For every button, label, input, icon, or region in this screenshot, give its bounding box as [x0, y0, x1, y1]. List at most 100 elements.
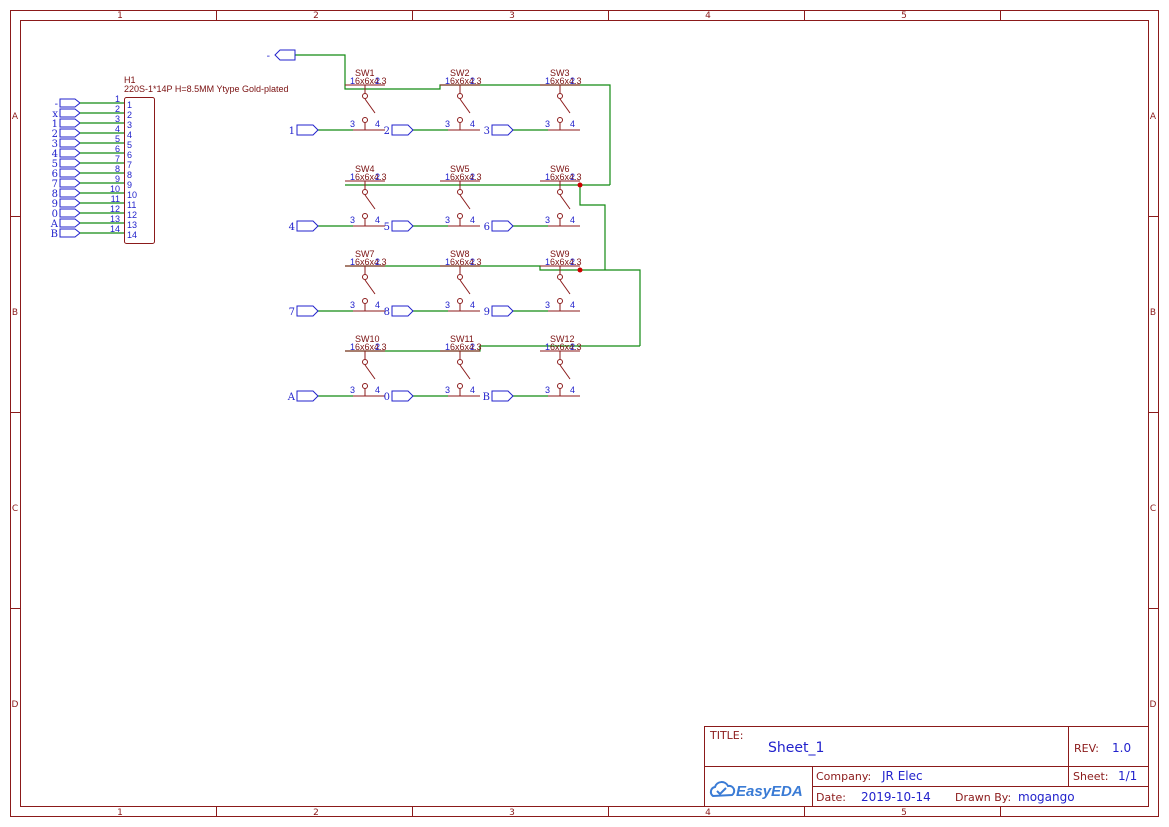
pin-number-inner: 5	[127, 140, 132, 150]
net-flag-shape	[491, 220, 514, 232]
header-connector-h1[interactable]: H1 220S-1*14P H=8.5MM Ytype Gold-plated …	[50, 75, 289, 244]
wire	[295, 54, 611, 185]
col-label: 5	[901, 808, 907, 818]
switch-pin-number: 1	[350, 172, 355, 182]
date-label: Date:	[816, 791, 846, 804]
net-flag-shape	[391, 305, 414, 317]
switch-designator: SW7	[355, 249, 375, 259]
switch-pin-number: 3	[350, 215, 355, 225]
pin-number-inner: 8	[127, 170, 132, 180]
row-label: B	[12, 308, 18, 318]
net-flag-top[interactable]: -	[267, 49, 296, 62]
net-flag-label: 4	[289, 222, 295, 233]
switch-pin-number: 2	[375, 342, 380, 352]
pin-number: 3	[115, 114, 120, 124]
pin-number: 7	[115, 154, 120, 164]
pin-number: 12	[110, 204, 120, 214]
switch-designator: SW2	[450, 68, 470, 78]
switch-pin-number: 1	[445, 76, 450, 86]
net-flag-shape	[296, 220, 319, 232]
pin-number: 8	[115, 164, 120, 174]
junction-dot	[577, 267, 583, 273]
net-flag-shape	[59, 168, 81, 178]
pin-number: 6	[115, 144, 120, 154]
junctions	[577, 182, 583, 273]
switch-pin-number: 3	[350, 119, 355, 129]
net-flag-label: -	[267, 51, 270, 62]
switch-designator: SW11	[450, 334, 474, 344]
net-flag-shape	[59, 138, 81, 148]
connector-row[interactable]: -11	[55, 94, 132, 110]
drawn-by-label: Drawn By:	[955, 791, 1011, 804]
col-label: 5	[901, 11, 907, 21]
net-flag-shape	[296, 390, 319, 402]
pin-number: 13	[110, 214, 120, 224]
title-block: TITLE: Sheet_1 REV: 1.0 Company: JR Elec…	[704, 726, 1149, 807]
switch-designator: SW1	[355, 68, 375, 78]
net-flag-shape	[59, 108, 81, 118]
net-flag-label: B	[51, 229, 58, 240]
col-label: 4	[705, 11, 711, 21]
switch-pin-number: 3	[545, 300, 550, 310]
pin-number-inner: 3	[127, 120, 132, 130]
rev-label: REV:	[1074, 742, 1099, 755]
net-flag-shape	[59, 178, 81, 188]
switch-pin-number: 4	[375, 385, 380, 395]
switch-pin-number: 3	[445, 300, 450, 310]
company-label: Company:	[816, 770, 871, 783]
switch-value: 6x6x4.3	[450, 257, 482, 267]
switch-pin-number: 1	[445, 342, 450, 352]
connector-body	[124, 97, 155, 244]
net-flag-shape	[59, 158, 81, 168]
net-flag-shape	[296, 124, 319, 136]
switch-pin-number: 2	[375, 172, 380, 182]
switch-pin-number: 4	[570, 385, 575, 395]
switch-pin-number: 3	[350, 300, 355, 310]
col-label: 2	[313, 808, 319, 818]
sheet-title: Sheet_1	[768, 740, 824, 756]
switch-pin-number: 2	[470, 76, 475, 86]
net-flag-label: B	[483, 392, 490, 403]
switch-pin-number: 4	[470, 385, 475, 395]
switch-pin-number: 4	[375, 215, 380, 225]
switch-designator: SW12	[550, 334, 575, 344]
net-flag-label: A	[50, 219, 59, 230]
net-flag-shape	[391, 220, 414, 232]
row-label: A	[12, 112, 19, 122]
switch-value: 6x6x4.3	[450, 172, 482, 182]
net-flag-shape	[59, 128, 81, 138]
pin-number-inner: 7	[127, 160, 132, 170]
junction-dot	[577, 182, 583, 188]
net-flag-shape	[59, 118, 81, 128]
switch-pin-number: 2	[375, 257, 380, 267]
net-flag-label: 8	[52, 189, 58, 200]
net-flag-label: 9	[52, 199, 58, 210]
net-flag-label: 7	[289, 307, 295, 318]
